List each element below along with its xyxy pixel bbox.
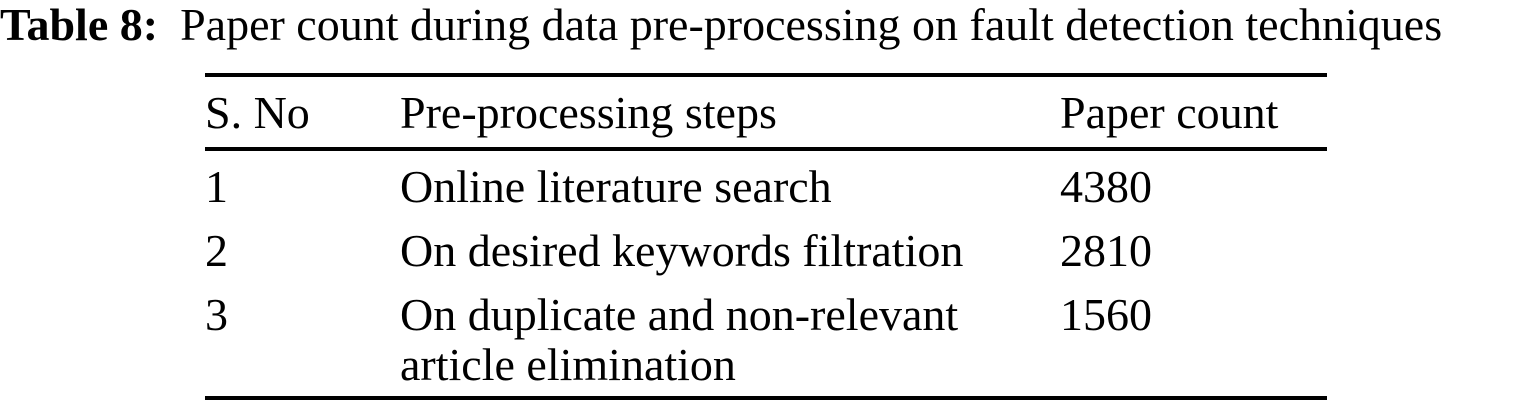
table-caption-text: Paper count during data pre-processing o… [180,0,1443,50]
cell-paper-count: 2810 [1060,225,1152,276]
cell-paper-count: 1560 [1060,289,1152,340]
table-row: 2 On desired keywords filtration 2810 [205,226,1327,276]
cell-sno: 2 [205,225,228,276]
column-header-sno: S. No [205,87,310,138]
table-body: 1 Online literature search 4380 2 On des… [205,151,1327,396]
cell-steps: On duplicate and non-relevant article el… [400,289,959,390]
table-header-row: S. No Pre-processing steps Paper count [205,77,1327,151]
cell-steps: On desired keywords filtration [400,225,964,276]
column-header-steps: Pre-processing steps [400,87,777,138]
paper-count-table: S. No Pre-processing steps Paper count 1… [205,73,1327,400]
cell-sno: 1 [205,161,228,212]
table-caption-label: Table 8: [0,0,159,50]
table-caption: Table 8: Paper count during data pre-proc… [0,0,1521,53]
cell-sno: 3 [205,289,228,340]
cell-paper-count: 4380 [1060,161,1152,212]
table-row: 3 On duplicate and non-relevant article … [205,290,1327,390]
table-row: 1 Online literature search 4380 [205,162,1327,212]
column-header-paper-count: Paper count [1060,87,1279,138]
cell-steps: Online literature search [400,161,832,212]
